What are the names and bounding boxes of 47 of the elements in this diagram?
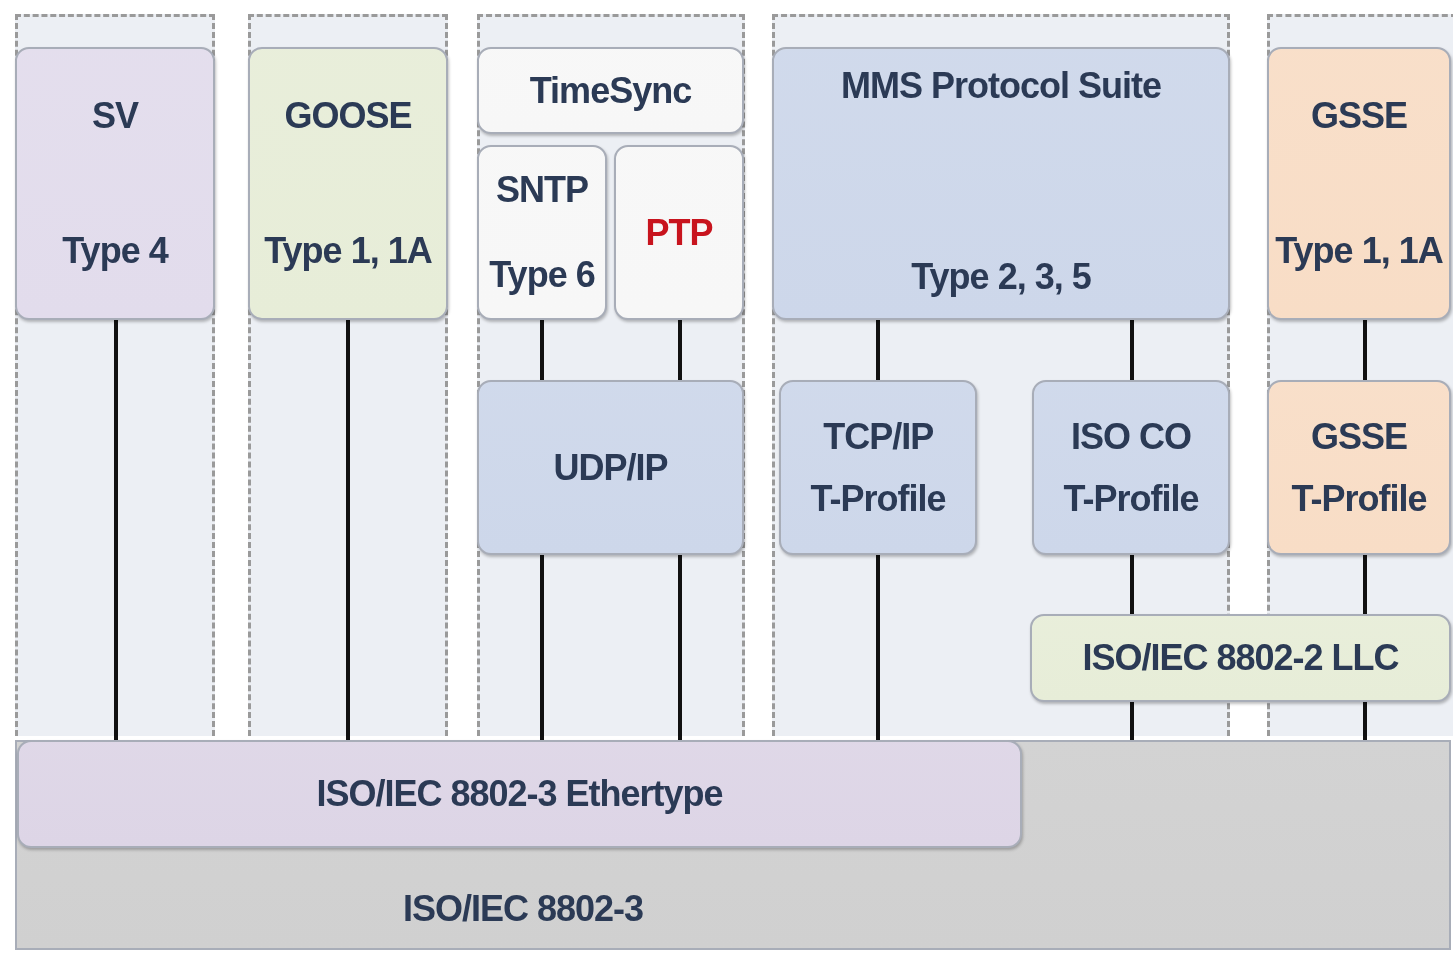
- type-label: Type 6: [489, 253, 595, 298]
- protocol-box: [1030, 614, 1451, 702]
- protocol-name: UDP/IP: [553, 445, 668, 490]
- connector-line: [346, 320, 350, 740]
- protocol-box: [477, 145, 607, 320]
- protocol-name: MMS Protocol Suite: [840, 64, 1162, 108]
- protocol-box: [772, 47, 1230, 320]
- connector-line: [1130, 555, 1134, 614]
- connector-line: [1363, 702, 1367, 740]
- protocol-name: GSSE: [1310, 94, 1407, 139]
- protocol-box: [477, 47, 744, 134]
- protocol-box: [477, 380, 744, 555]
- protocol-box: [779, 380, 977, 555]
- protocol-box: [614, 145, 744, 320]
- connector-line: [540, 555, 544, 740]
- connector-line: [678, 555, 682, 740]
- connector-line: [1130, 702, 1134, 740]
- protocol-name: SV: [92, 94, 138, 139]
- protocol-name: TCP/IP T-Profile: [809, 415, 947, 521]
- protocol-name: GOOSE: [284, 94, 412, 139]
- connector-line: [876, 555, 880, 740]
- type-label: Type 2, 3, 5: [911, 255, 1091, 300]
- protocol-box: [17, 740, 1022, 848]
- protocol-name: PTP: [645, 210, 713, 255]
- type-label: Type 4: [62, 228, 168, 273]
- connector-line: [114, 320, 118, 740]
- protocol-name: ISO/IEC 8802-3 Ethertype: [316, 772, 723, 817]
- protocol-box: [248, 47, 448, 320]
- type-label: Type 1, 1A: [1275, 228, 1443, 273]
- connector-line: [540, 320, 544, 380]
- protocol-box: [15, 47, 215, 320]
- protocol-box: [1267, 47, 1451, 320]
- connector-line: [1363, 320, 1367, 380]
- protocol-box: [1032, 380, 1230, 555]
- protocol-box: [1267, 380, 1451, 555]
- connector-line: [876, 320, 880, 380]
- protocol-name: ISO/IEC 8802-3: [401, 887, 645, 932]
- protocol-name: GSSE T-Profile: [1290, 415, 1428, 521]
- protocol-name: SNTP: [496, 167, 588, 212]
- type-label: Type 1, 1A: [264, 228, 432, 273]
- protocol-name: ISO/IEC 8802-2 LLC: [1082, 636, 1399, 681]
- protocol-name: TimeSync: [529, 68, 692, 113]
- connector-line: [1130, 320, 1134, 380]
- layer-band: [15, 740, 1451, 950]
- connector-line: [678, 320, 682, 380]
- connector-line: [1363, 555, 1367, 614]
- protocol-name: ISO CO T-Profile: [1062, 415, 1200, 521]
